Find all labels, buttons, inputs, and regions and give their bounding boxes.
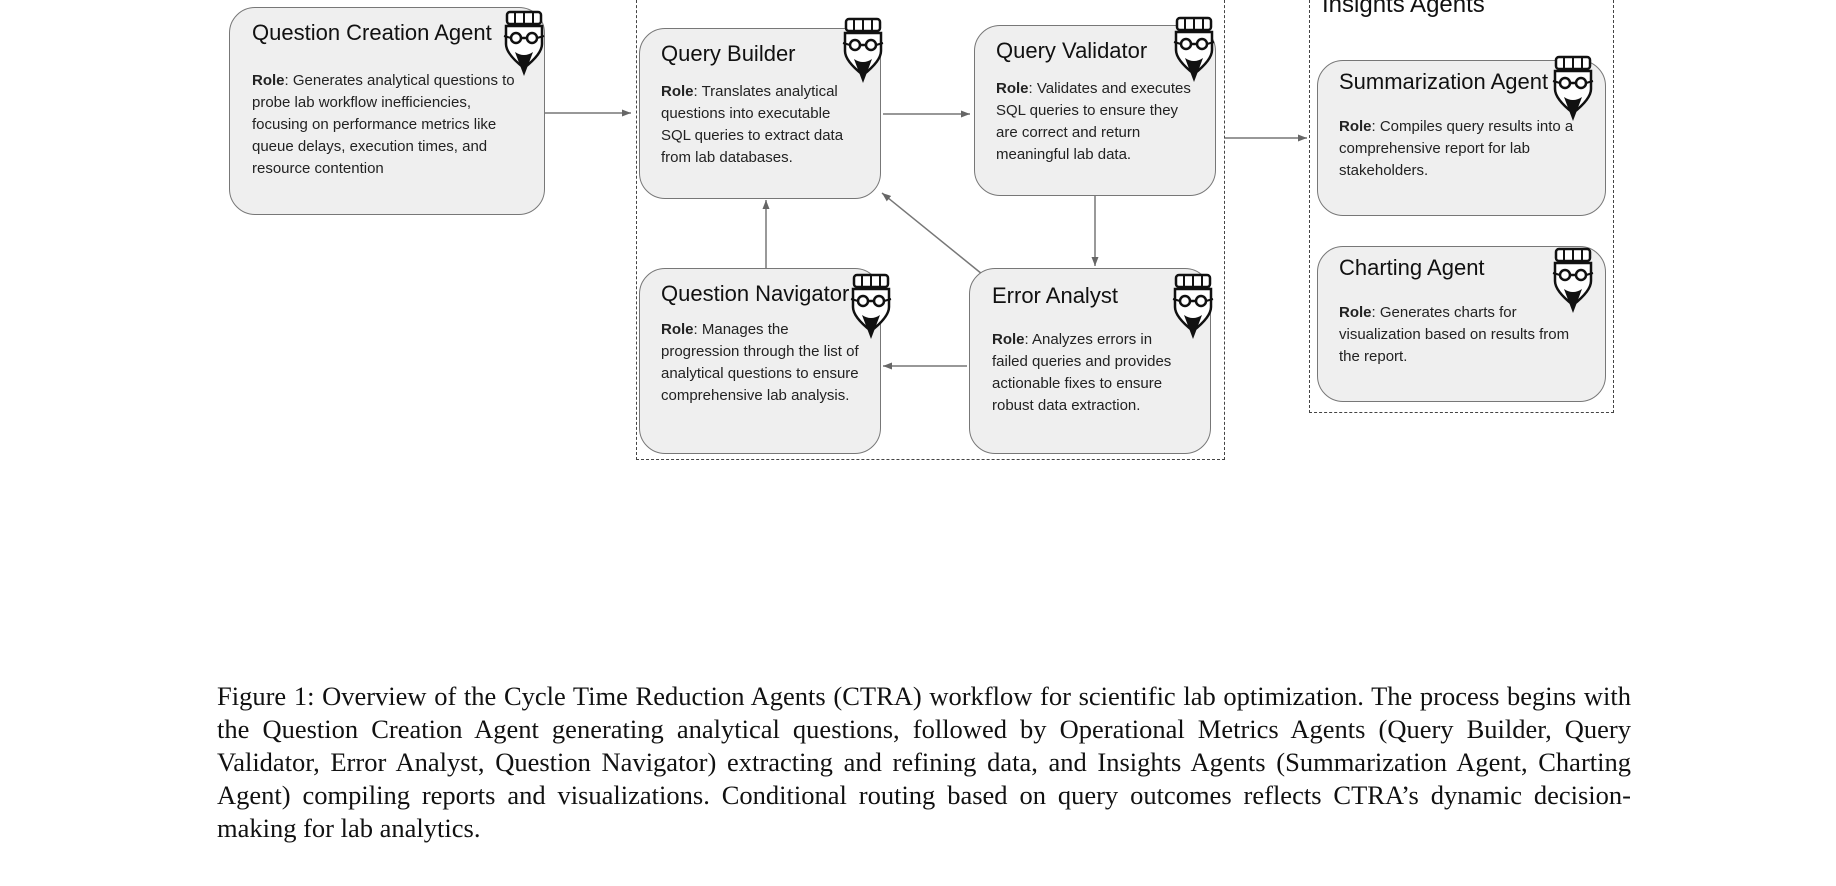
figure-caption: Figure 1: Overview of the Cycle Time Red…: [217, 681, 1631, 843]
agent-title: Summarization Agent: [1339, 69, 1549, 94]
agent-role: Role: Translates analytical questions in…: [661, 81, 861, 169]
agent-role: Role: Analyzes errors in failed queries …: [992, 329, 1192, 417]
role-label: Role: [1339, 118, 1372, 135]
agent-title: Charting Agent: [1339, 255, 1485, 280]
role-text: : Analyzes errors in failed queries and …: [992, 331, 1172, 414]
insights-agents-title: Insights Agents: [1322, 0, 1485, 18]
robot-chef-icon: [1551, 55, 1595, 123]
agent-role: Role: Validates and executes SQL queries…: [996, 78, 1196, 166]
role-text: : Compiles query results into a comprehe…: [1339, 118, 1574, 179]
robot-chef-icon: [841, 17, 885, 85]
robot-chef-icon: [1171, 273, 1215, 341]
question-navigator-agent-card: Question Navigator Role: Manages the pro…: [639, 268, 893, 454]
role-text: : Generates charts for visualization bas…: [1339, 304, 1570, 365]
role-label: Role: [996, 80, 1029, 97]
agent-title: Query Builder: [661, 41, 796, 66]
query-builder-agent-card: Query Builder Role: Translates analytica…: [639, 17, 885, 199]
agent-role: Role: Manages the progression through th…: [661, 319, 861, 407]
role-label: Role: [992, 331, 1025, 348]
agent-title: Question Creation Agent: [252, 20, 492, 45]
error-analyst-agent-card: Error Analyst Role: Analyzes errors in f…: [969, 268, 1215, 454]
role-label: Role: [252, 72, 285, 89]
robot-chef-icon: [1551, 247, 1595, 315]
insights-agents-group: [1309, 0, 1614, 413]
agent-role: Role: Compiles query results into a comp…: [1339, 116, 1579, 182]
role-label: Role: [1339, 304, 1372, 321]
role-text: : Translates analytical questions into e…: [661, 83, 844, 166]
robot-chef-icon: [502, 10, 546, 78]
agent-title: Error Analyst: [992, 283, 1118, 308]
charting-agent-card: Charting Agent Role: Generates charts fo…: [1317, 246, 1606, 402]
agent-role: Role: Generates charts for visualization…: [1339, 302, 1579, 368]
summarization-agent-card: Summarization Agent Role: Compiles query…: [1317, 55, 1606, 216]
role-label: Role: [661, 83, 694, 100]
query-validator-agent-card: Query Validator Role: Validates and exec…: [974, 16, 1216, 196]
agent-title: Question Navigator: [661, 281, 850, 306]
operational-metrics-group: [636, 0, 1225, 460]
role-text: : Generates analytical questions to prob…: [252, 72, 515, 177]
role-text: : Validates and executes SQL queries to …: [996, 80, 1191, 163]
question-creation-agent-card: Question Creation Agent Role: Generates …: [229, 7, 546, 215]
robot-chef-icon: [849, 273, 893, 341]
role-label: Role: [661, 321, 694, 338]
role-text: : Manages the progression through the li…: [661, 321, 859, 404]
robot-chef-icon: [1172, 16, 1216, 84]
agent-title: Query Validator: [996, 38, 1148, 63]
agent-role: Role: Generates analytical questions to …: [252, 70, 522, 180]
